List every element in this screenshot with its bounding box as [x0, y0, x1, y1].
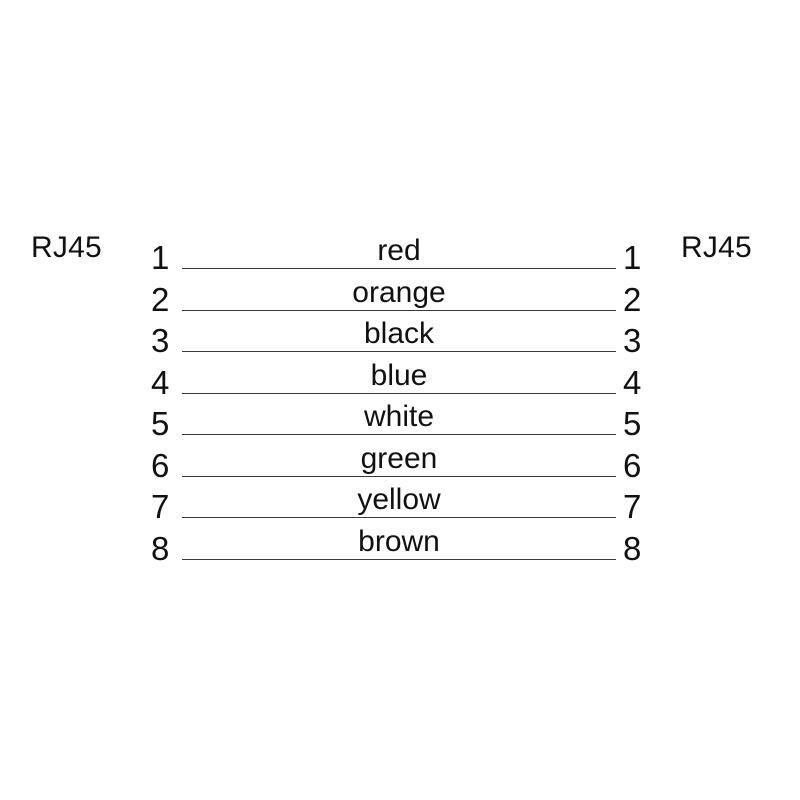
wire-line [182, 309, 616, 311]
pin-number-right: 3 [623, 322, 642, 359]
pin-number-left: 1 [151, 239, 170, 276]
pin-number-left: 8 [151, 529, 170, 567]
wire-color-label: brown [358, 524, 440, 558]
pin-number-left: 5 [151, 405, 170, 442]
pin-number-right: 8 [623, 529, 642, 567]
wire-color-label: white [363, 400, 435, 433]
wire-color-label: blue [370, 358, 428, 392]
wire-color-label: black [363, 317, 435, 350]
wire-line [182, 517, 616, 518]
pin-number-right: 2 [623, 280, 642, 318]
pin-number-right: 1 [623, 239, 642, 276]
pin-number-right: 5 [623, 405, 642, 442]
pin-number-left: 3 [151, 322, 170, 359]
pin-number-right: 6 [623, 446, 642, 484]
wire-line [182, 392, 616, 394]
wire-color-label: green [360, 441, 438, 475]
pin-number-left: 2 [151, 280, 170, 318]
connector-label-left: RJ45 [31, 231, 102, 264]
pin-number-right: 7 [623, 488, 642, 525]
connector-label-right: RJ45 [681, 231, 752, 264]
wire-color-label: red [377, 234, 421, 267]
pin-number-left: 7 [151, 488, 170, 525]
wire-line [182, 475, 616, 477]
wire-line [182, 434, 616, 435]
pin-number-left: 4 [151, 363, 170, 401]
pin-number-right: 4 [623, 363, 642, 401]
wire-color-label: yellow [357, 483, 441, 516]
pin-number-left: 6 [151, 446, 170, 484]
wire-line [182, 351, 616, 352]
wire-color-label: orange [352, 275, 446, 309]
wire-line [182, 268, 616, 269]
wire-line [182, 558, 616, 560]
